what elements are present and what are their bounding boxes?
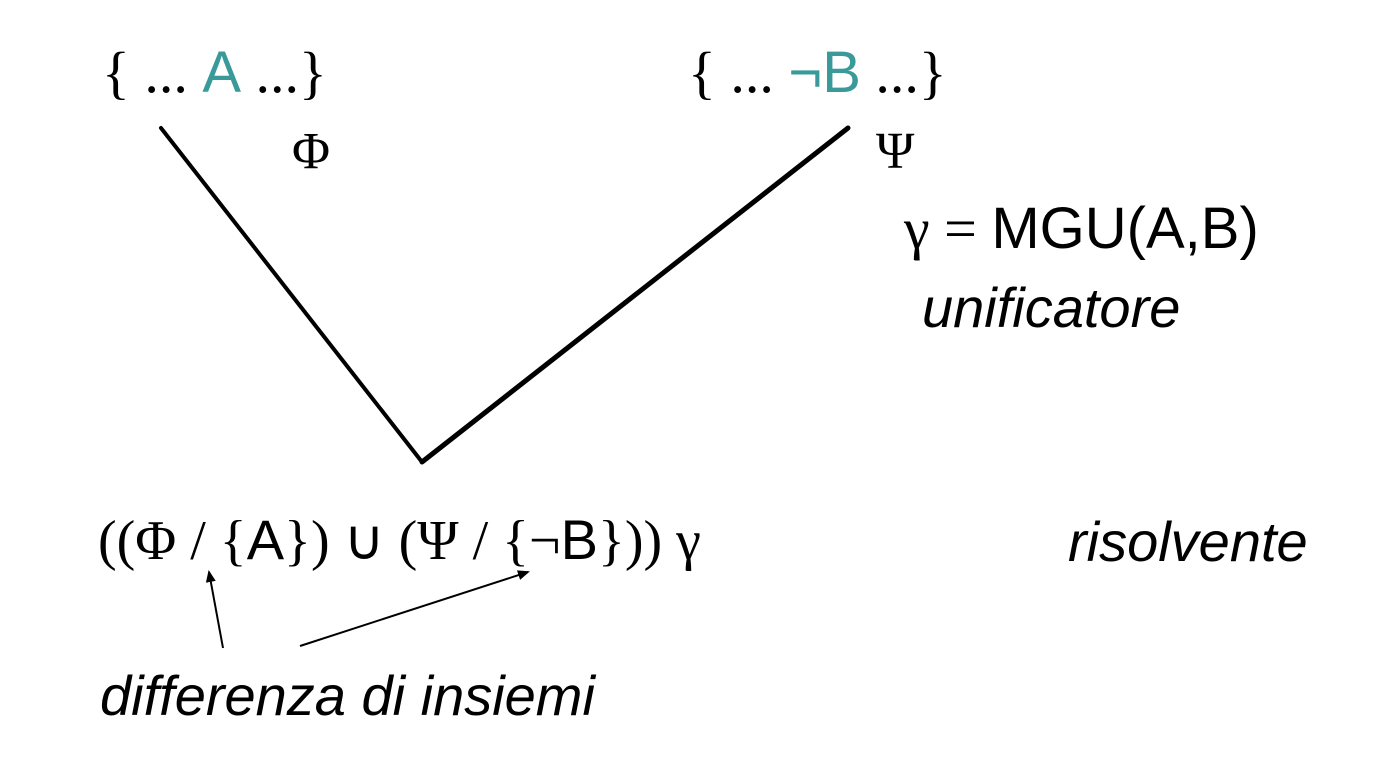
left-clause-open: { ... [102,40,203,105]
formula-open-parens: (( [98,510,136,572]
formula-brace-open-1: { [219,510,247,572]
formula-brace-close-2: } [597,510,625,572]
formula-phi: Φ [135,510,177,572]
formula-slash-1: / [176,510,220,572]
differenza-label: differenza di insiemi [100,664,595,727]
formula-psi: Ψ [417,510,459,572]
right-clause: { ... ¬B ...} [688,44,947,102]
formula-gamma: γ [676,510,701,572]
right-branch-line [419,125,851,465]
unificatore-label: unificatore [922,276,1181,339]
resolvent-formula: ((Φ / {A}) ∪ (Ψ / {¬B})) γ [98,510,701,572]
formula-a: A [246,508,285,571]
left-branch-line [159,126,424,464]
left-clause-literal-a: A [202,40,242,105]
arrow-to-phi-slash [205,570,224,649]
risolvente-label: risolvente [1068,510,1308,573]
left-clause: { ... A ...} [102,44,327,102]
mgu-expr: MGU(A,B) [991,196,1259,261]
mgu-gamma: γ [904,196,930,261]
formula-brace-open-2: {¬ [502,510,561,572]
psi-label: Ψ [876,123,915,180]
mgu-equals: = [929,196,992,261]
phi-label: Φ [292,123,331,180]
right-clause-open: { ... [688,40,789,105]
formula-slash-2: / [458,510,503,572]
formula-brace-close-1: } [284,510,311,572]
left-clause-close: ...} [241,40,327,105]
right-clause-literal-not-b: ¬B [788,40,861,105]
formula-b: B [560,508,598,571]
arrow-to-psi-slash [299,570,530,647]
mgu-expression: γ = MGU(A,B) [904,200,1259,258]
formula-close-parens: )) [624,510,677,572]
right-clause-close: ...} [860,40,947,105]
formula-union: ) ∪ ( [310,510,418,572]
